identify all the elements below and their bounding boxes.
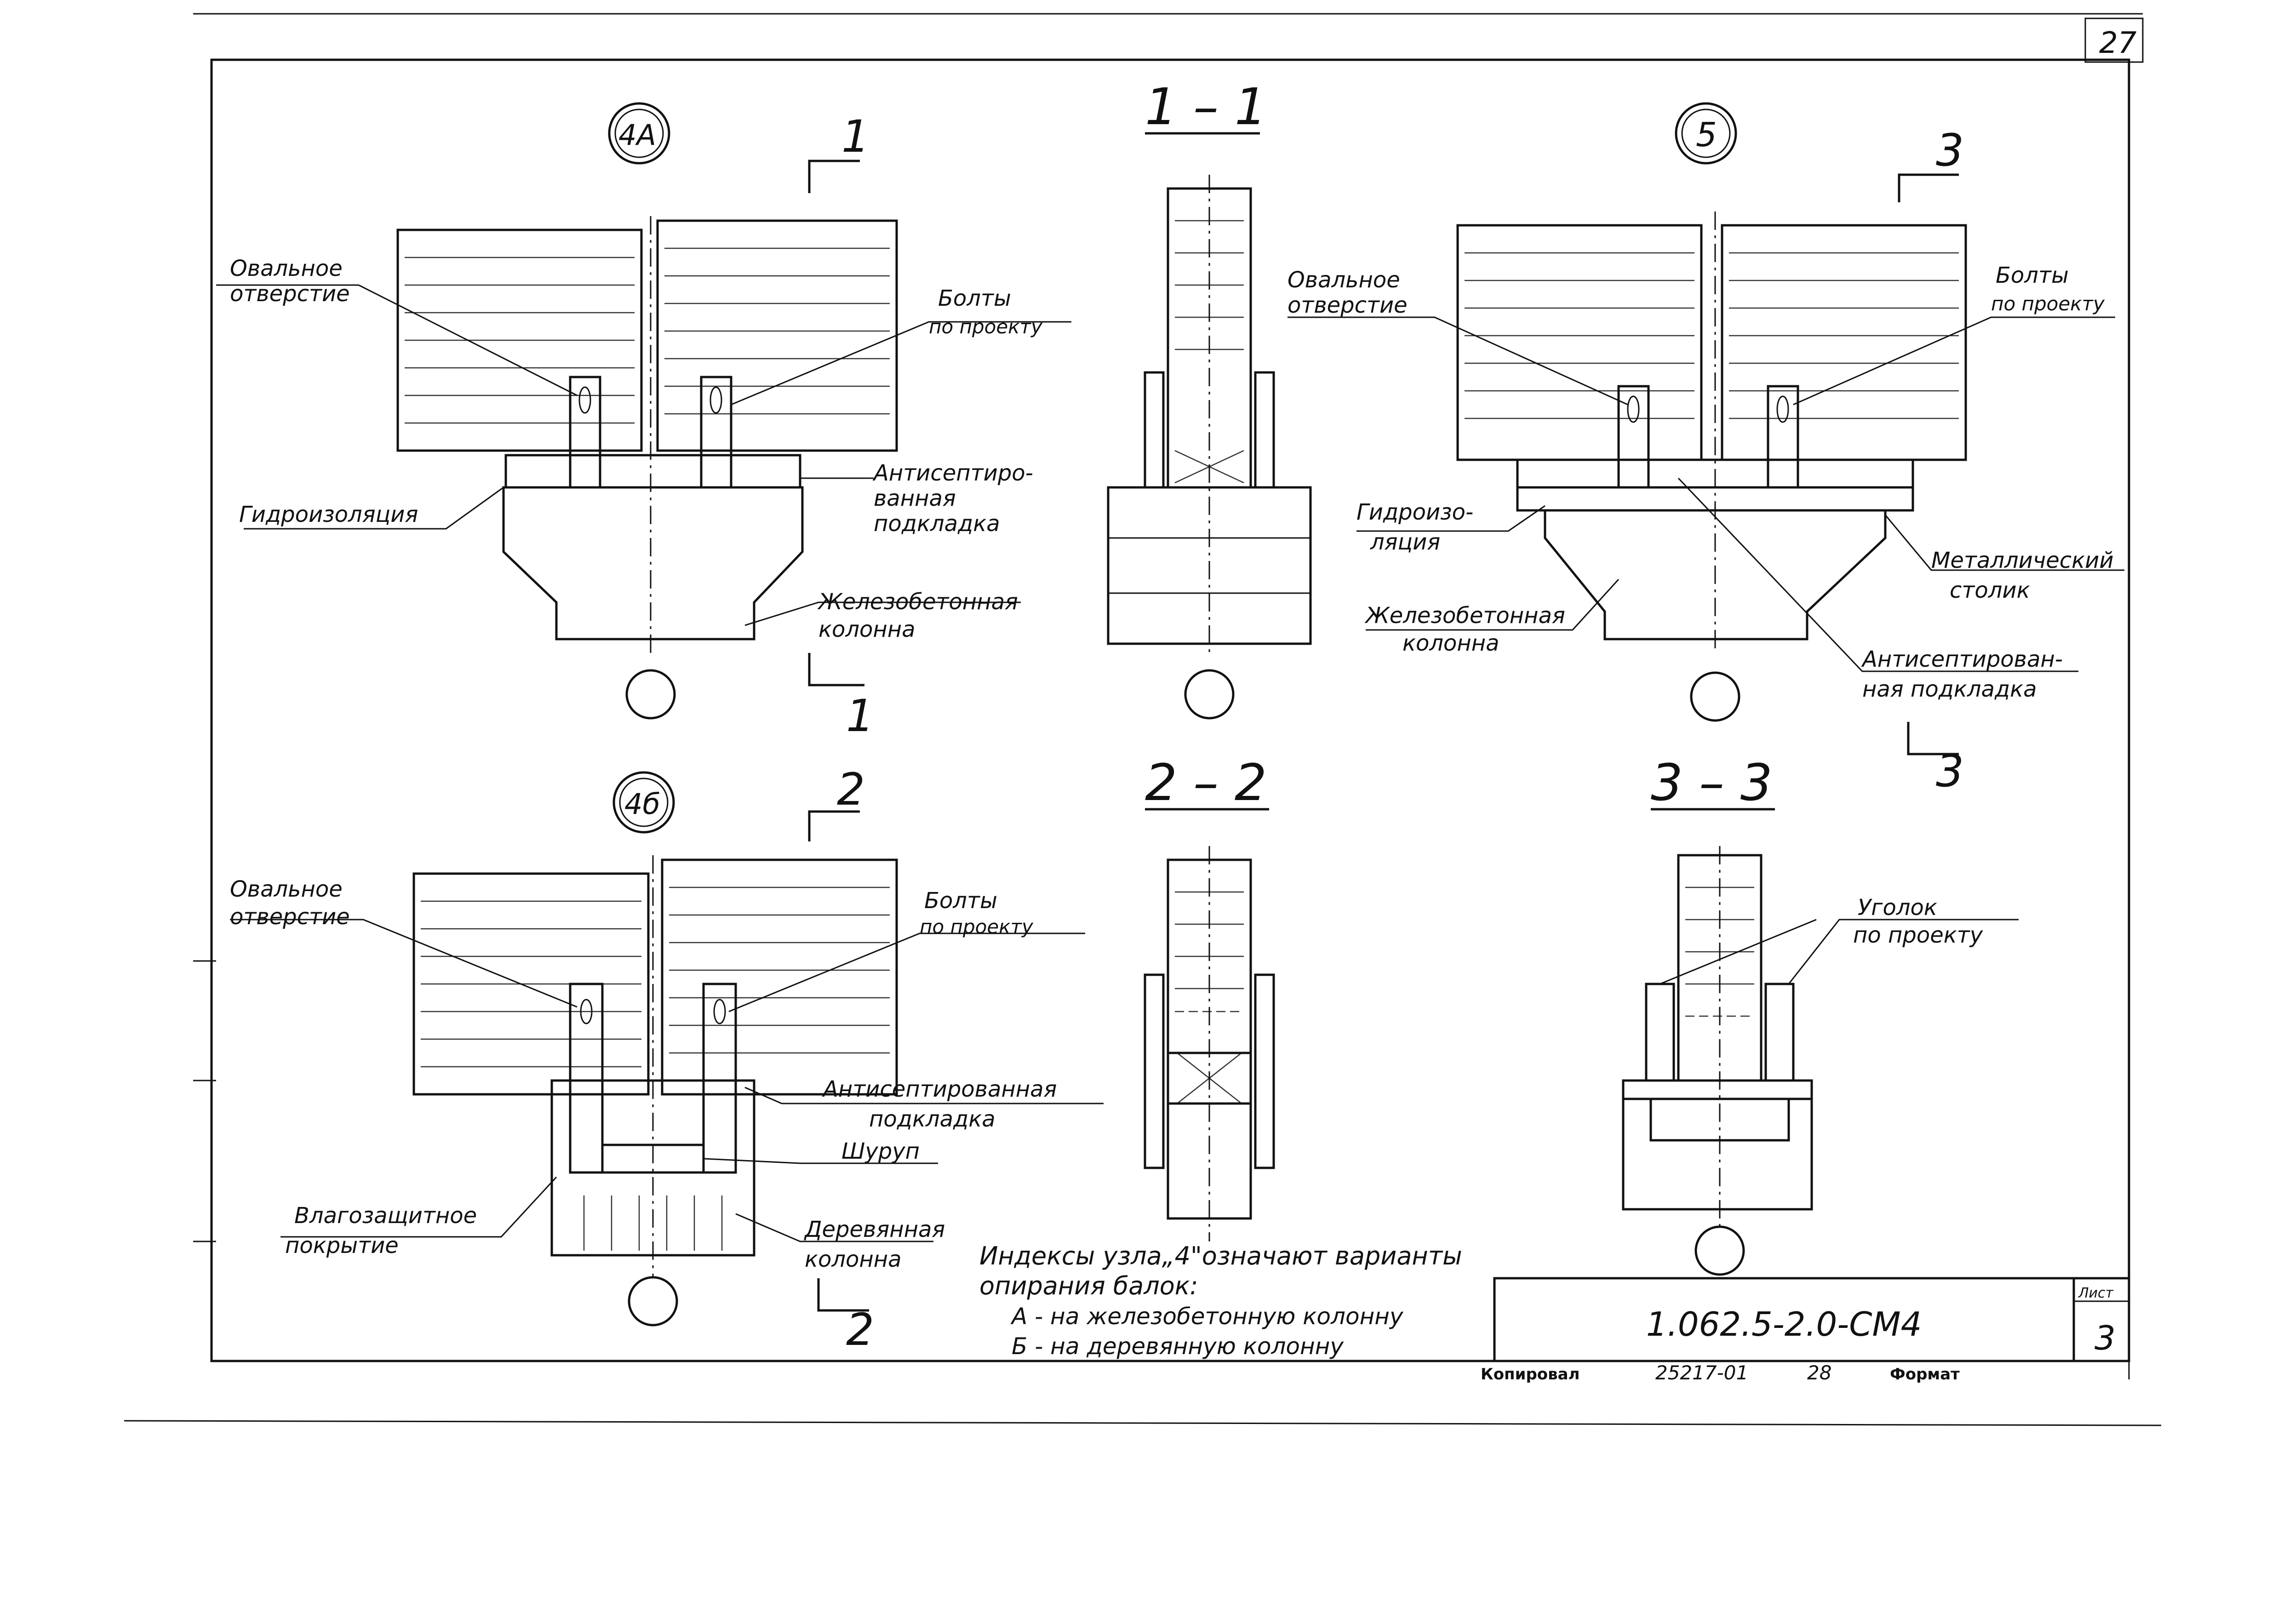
- node-marker-4b-text: 4б: [624, 787, 660, 821]
- footer-number: 28: [1807, 1361, 1831, 1384]
- label-hydro-5-2: ляция: [1370, 529, 1440, 555]
- label-oval-hole-5-1: Овальное: [1288, 267, 1400, 293]
- node-marker-4a: [608, 102, 670, 165]
- page-number: 27: [2099, 26, 2137, 60]
- sheet-border: [210, 58, 2130, 1362]
- label-pad-4a-1: Антисептиро-: [872, 460, 1033, 486]
- cut-mark-1-bottom-label: 1: [846, 690, 874, 742]
- cut-mark-1-top: [808, 160, 860, 193]
- section-title-2-2: 2 – 2: [1145, 753, 1267, 812]
- doc-code: 1.062.5-2.0-СМ4: [1646, 1305, 1922, 1344]
- axis-marker-4a: [625, 669, 676, 720]
- label-pad-4a-2: ванная: [874, 486, 956, 511]
- cut-mark-2-top: [808, 810, 860, 841]
- section-title-3-3: 3 – 3: [1651, 753, 1773, 812]
- list-number: 3: [2094, 1319, 2116, 1357]
- section-2-2: 2 – 2: [1144, 753, 1275, 1241]
- label-oval-hole-4b-1: Овальное: [230, 876, 343, 902]
- label-bolts-4a-2: по проекту: [929, 315, 1043, 338]
- label-bolts-4b-2: по проекту: [920, 915, 1034, 938]
- label-column-5-2: колонна: [1402, 630, 1499, 656]
- label-metal-table-1: Металлический: [1931, 548, 2114, 573]
- title-block: [1493, 1277, 2130, 1362]
- angle-left-3-3: [1645, 983, 1675, 1082]
- axis-marker-4b: [628, 1276, 678, 1327]
- note-line-3: А - на железобетонную колонну: [1010, 1303, 1404, 1330]
- label-bolts-4a-1: Болты: [938, 286, 1011, 311]
- node-5-detail: 5 3 3 Овальное отверстие Болты по п: [1288, 102, 2124, 797]
- beam-right-4b: [661, 858, 898, 1096]
- rc-column-head-5: [1544, 509, 1887, 640]
- label-column-5-1: Железобетонная: [1364, 603, 1565, 629]
- label-angle-2: по проекту: [1853, 922, 1983, 948]
- label-pad-4b-1: Антисептированная: [822, 1076, 1057, 1102]
- cut-mark-1-bottom: [808, 653, 864, 686]
- section-title-1-1: 1 – 1: [1145, 77, 1267, 136]
- section-3-3: 3 – 3 Уголок по проекту: [1622, 753, 2019, 1276]
- label-pad-4b-2: подкладка: [869, 1106, 996, 1132]
- label-oval-hole-5-2: отверстие: [1288, 292, 1408, 318]
- label-screw-4b: Шуруп: [841, 1138, 920, 1164]
- label-column-4a-2: колонна: [818, 617, 916, 642]
- note-line-2: опирания балок:: [979, 1271, 1198, 1300]
- beam-left-5: [1456, 224, 1703, 461]
- node-marker-4b: [612, 771, 675, 834]
- section-1-1: 1 – 1: [1107, 77, 1312, 720]
- cut-mark-3-top: [1898, 173, 1959, 202]
- axis-marker-3-3: [1694, 1225, 1745, 1276]
- angle-right-3-3: [1764, 983, 1795, 1082]
- beam-right: [656, 219, 898, 452]
- footer-format: Формат: [1890, 1365, 1960, 1384]
- label-coating-4b-2: покрытие: [285, 1233, 399, 1258]
- label-column-4b-1: Деревянная: [804, 1217, 945, 1242]
- list-label: Лист: [2078, 1285, 2114, 1301]
- bolt-plate-left-4b: [569, 983, 604, 1174]
- label-oval-hole-4a-1: Овальное: [230, 256, 343, 281]
- label-coating-4b-1: Влагозащитное: [294, 1203, 477, 1229]
- label-pad-4a-3: подкладка: [874, 511, 1000, 537]
- label-metal-table-2: столик: [1950, 578, 2030, 603]
- label-column-4b-2: колонна: [805, 1247, 902, 1272]
- cut-mark-2-top-label: 2: [837, 764, 865, 815]
- antiseptic-pad: [504, 454, 801, 489]
- footer-copied: Копировал: [1481, 1365, 1580, 1384]
- label-hydro-4a: Гидроизоляция: [239, 502, 418, 527]
- cut-mark-2-bottom: [817, 1278, 869, 1312]
- beam-right-5: [1721, 224, 1967, 461]
- footer-order: 25217-01: [1655, 1361, 1748, 1384]
- bolt-plate-right: [700, 376, 732, 489]
- rc-column-head: [502, 486, 804, 640]
- node-marker-5-text: 5: [1696, 115, 1717, 154]
- cut-mark-3-top-label: 3: [1936, 125, 1964, 176]
- cut-mark-2-bottom-label: 2: [846, 1304, 874, 1355]
- label-bolts-5-2: по проекту: [1991, 292, 2105, 315]
- label-pad-5-1: Антисептирован-: [1861, 646, 2063, 672]
- beam-left-4b: [412, 872, 650, 1096]
- node-4b-detail: 4б 2 2 Овальное о: [193, 764, 1104, 1355]
- node-marker-5: [1675, 102, 1737, 165]
- note-line-4: Б - на деревянную колонну: [1012, 1333, 1344, 1360]
- note-block: Индексы узла„4"означают варианты опирани…: [979, 1241, 1462, 1360]
- label-hydro-5-1: Гидроизо-: [1356, 499, 1473, 525]
- label-column-4a-1: Железобетонная: [817, 589, 1018, 615]
- cut-mark-3-bottom-label: 3: [1936, 745, 1964, 797]
- axis-marker-5: [1690, 671, 1740, 722]
- trim-line: [124, 1420, 2162, 1426]
- label-pad-5-2: ная подкладка: [1862, 676, 2037, 702]
- axis-marker-1-1: [1184, 669, 1235, 720]
- page-number-box: [2084, 17, 2144, 63]
- note-line-1: Индексы узла„4"означают варианты: [979, 1241, 1462, 1270]
- label-bolts-4b-1: Болты: [924, 888, 997, 914]
- node-4a-detail: 4А 1 1 Овальное отверстие: [216, 102, 1071, 742]
- node-marker-4a-text: 4А: [618, 118, 656, 152]
- bolt-plate-right-4b: [702, 983, 737, 1174]
- label-angle-1: Уголок: [1858, 895, 1937, 921]
- label-oval-hole-4b-2: отверстие: [230, 904, 350, 930]
- label-bolts-5-1: Болты: [1996, 263, 2069, 288]
- column-section-3-3: [1622, 1098, 1813, 1211]
- cut-mark-1-top-label: 1: [841, 111, 870, 162]
- beam-left: [396, 229, 643, 452]
- cut-mark-3-bottom: [1907, 722, 1959, 755]
